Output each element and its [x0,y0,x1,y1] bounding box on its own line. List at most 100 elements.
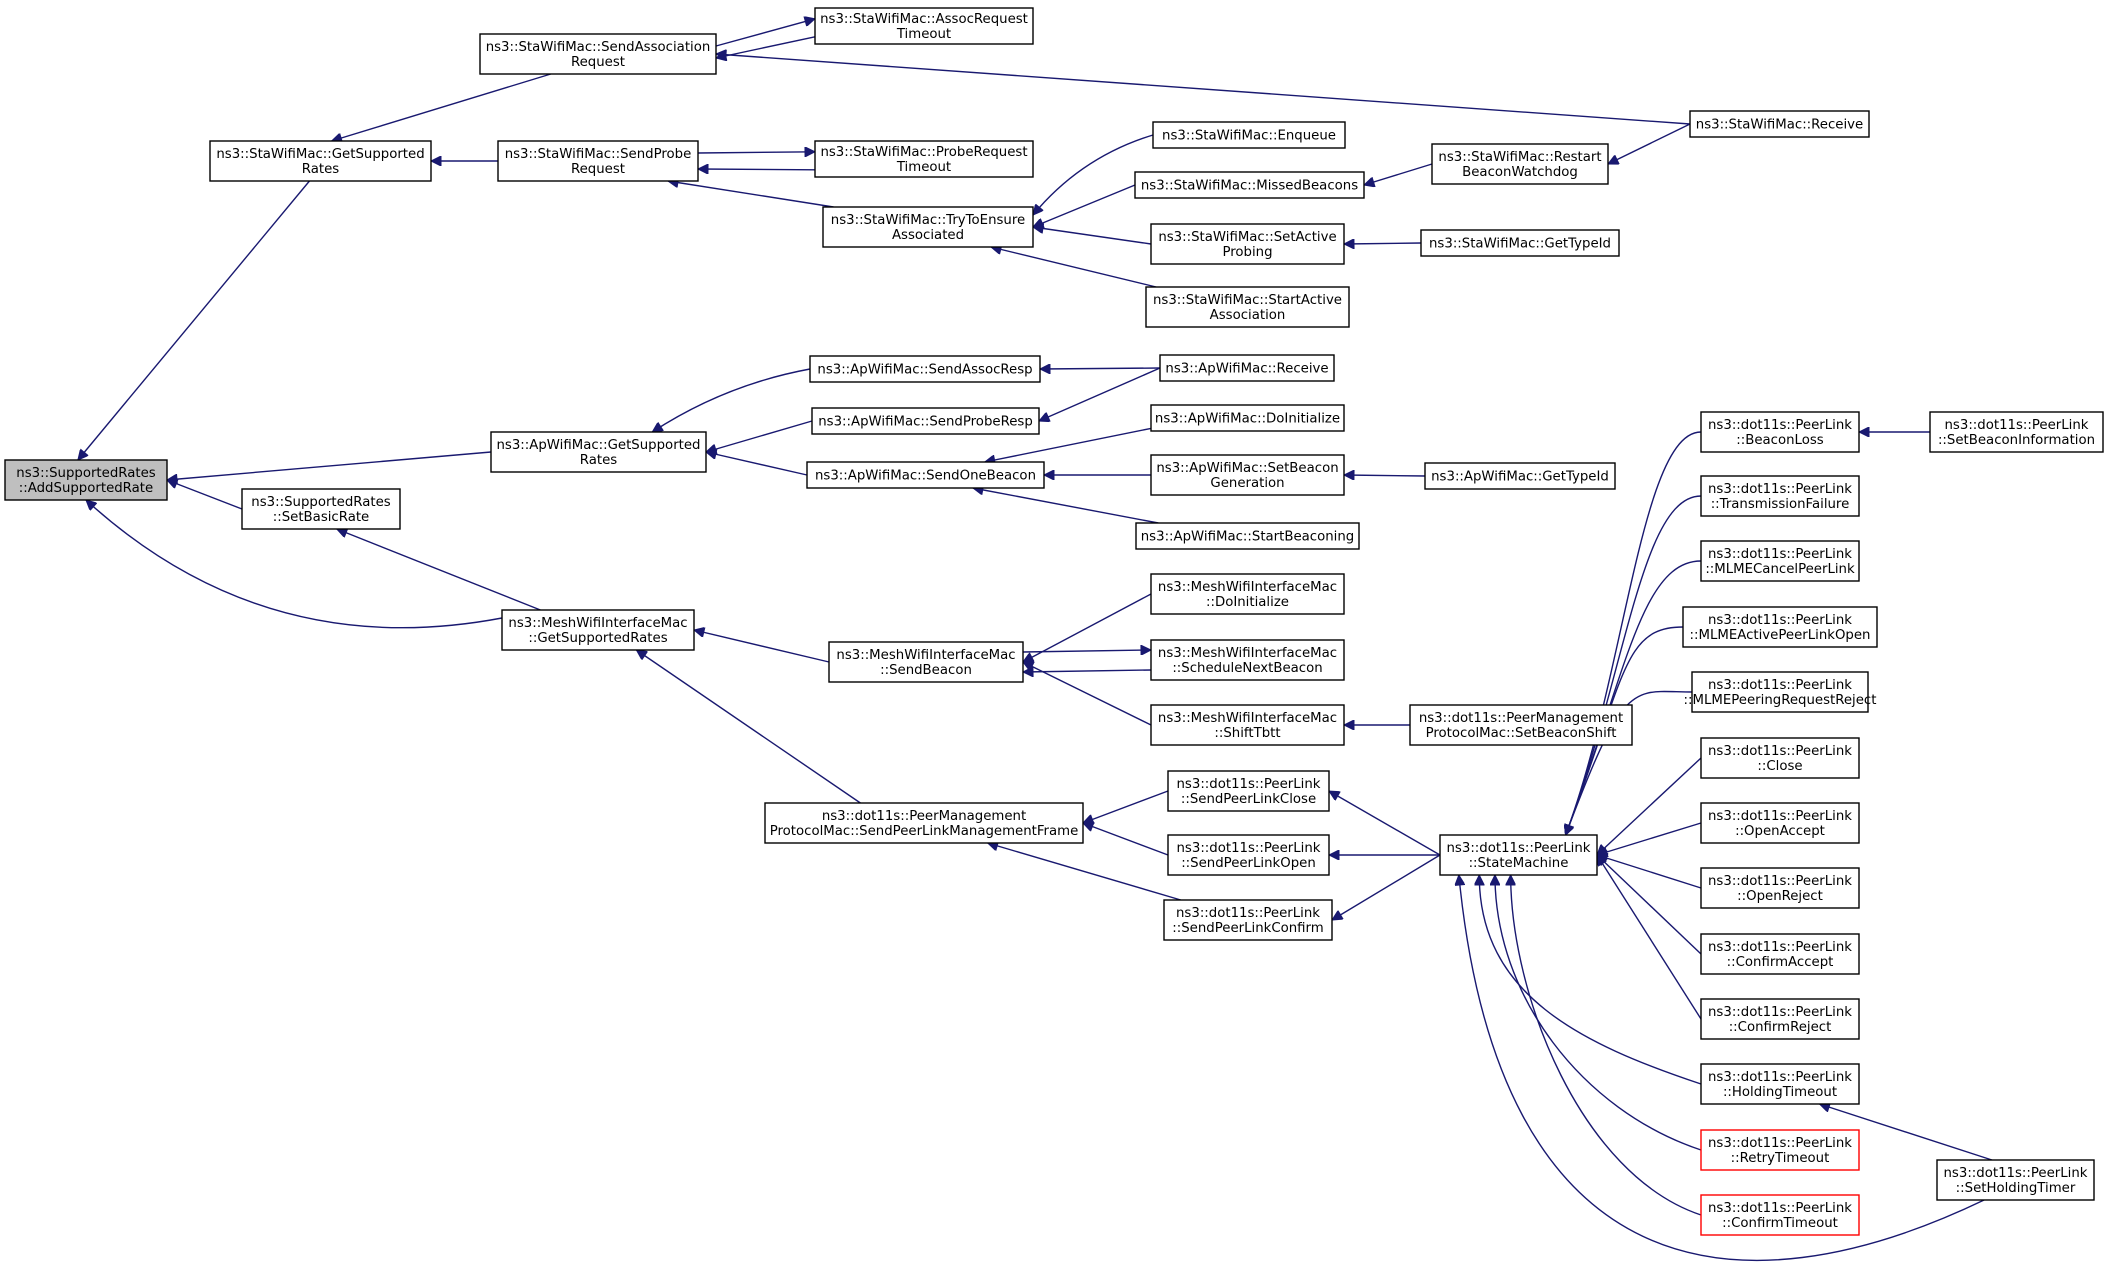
nodes-layer: ns3::SupportedRates::AddSupportedRatens3… [4,7,2104,1236]
node-ap-gettype[interactable]: ns3::ApWifiMac::GetTypeId [1424,462,1616,490]
node-label: ns3::dot11s::PeerLink [1944,1166,2088,1181]
node-box [1167,834,1330,876]
node-label: ::BeaconLoss [1736,433,1824,448]
node-box [1134,171,1365,199]
node-label: ::ScheduleNextBeacon [1172,661,1322,676]
node-pl-statemachine[interactable]: ns3::dot11s::PeerLink::StateMachine [1439,834,1598,876]
node-sendproberesp[interactable]: ns3::ApWifiMac::SendProbeResp [811,407,1040,435]
node-pl-sendconfirm[interactable]: ns3::dot11s::PeerLink::SendPeerLinkConfi… [1163,899,1333,941]
node-root[interactable]: ns3::SupportedRates::AddSupportedRate [4,459,168,501]
node-ap-doinit[interactable]: ns3::ApWifiMac::DoInitialize [1150,404,1345,432]
node-pl-close[interactable]: ns3::dot11s::PeerLink::Close [1700,737,1860,779]
node-label: ns3::MeshWifiInterfaceMac [1158,711,1337,726]
node-label: ns3::dot11s::PeerLink [1708,547,1852,562]
node-sta-gettype[interactable]: ns3::StaWifiMac::GetTypeId [1420,229,1620,257]
node-label: ns3::MeshWifiInterfaceMac [836,648,1015,663]
node-box [1700,1063,1860,1105]
edge-sendassocresp-to-ap-getrates [652,368,811,432]
node-pm-setbeaconshift[interactable]: ns3::dot11s::PeerManagementProtocolMac::… [1409,704,1633,746]
node-box [1409,704,1633,746]
edge-sendassoc-to-sta-getrates [332,73,552,141]
edge-enqueue-to-tryensure [1033,134,1154,215]
node-label: ns3::StaWifiMac::Restart [1438,150,1601,165]
node-pl-txfail[interactable]: ns3::dot11s::PeerLink::TransmissionFailu… [1700,475,1860,517]
edge-pl-sendclose-to-pm-sendframe [1083,790,1169,823]
node-box [1163,899,1333,941]
node-mesh-shift[interactable]: ns3::MeshWifiInterfaceMac::ShiftTbtt [1150,704,1345,746]
node-ap-receive[interactable]: ns3::ApWifiMac::Receive [1159,354,1335,382]
node-label: ns3::ApWifiMac::GetSupported [496,438,700,453]
node-pl-activeopen[interactable]: ns3::dot11s::PeerLink::MLMEActivePeerLin… [1682,606,1878,648]
node-missed[interactable]: ns3::StaWifiMac::MissedBeacons [1134,171,1365,199]
node-pl-beaconloss[interactable]: ns3::dot11s::PeerLink::BeaconLoss [1700,411,1860,453]
node-box [1700,998,1860,1040]
node-sta-receive[interactable]: ns3::StaWifiMac::Receive [1689,110,1870,138]
node-sta-getrates[interactable]: ns3::StaWifiMac::GetSupportedRates [209,140,432,182]
node-mesh-sendbeacon[interactable]: ns3::MeshWifiInterfaceMac::SendBeacon [828,641,1024,683]
node-box [1700,1129,1860,1171]
node-label: ns3::StaWifiMac::SetActive [1158,230,1336,245]
node-pm-sendframe[interactable]: ns3::dot11s::PeerManagementProtocolMac::… [764,802,1084,844]
node-mesh-doinit[interactable]: ns3::MeshWifiInterfaceMac::DoInitialize [1150,573,1345,615]
node-label: Timeout [896,160,951,175]
node-pl-openaccept[interactable]: ns3::dot11s::PeerLink::OpenAccept [1700,802,1860,844]
node-pl-sendopen[interactable]: ns3::dot11s::PeerLink::SendPeerLinkOpen [1167,834,1330,876]
node-pl-confirmaccept[interactable]: ns3::dot11s::PeerLink::ConfirmAccept [1700,933,1860,975]
node-pl-sendclose[interactable]: ns3::dot11s::PeerLink::SendPeerLinkClose [1167,770,1330,812]
node-box [1929,411,2104,453]
edge-pl-sendconfirm-to-pm-sendframe [988,843,1181,901]
edge-sendassoc-to-assoctimeout [715,19,815,47]
node-mesh-schedule[interactable]: ns3::MeshWifiInterfaceMac::ScheduleNextB… [1150,639,1345,681]
node-pl-reqreject[interactable]: ns3::dot11s::PeerLink::MLMEPeeringReques… [1684,671,1877,713]
node-pl-holdingtimeout[interactable]: ns3::dot11s::PeerLink::HoldingTimeout [1700,1063,1860,1105]
node-box [1135,522,1360,550]
node-label: ns3::dot11s::PeerLink [1708,482,1852,497]
node-pl-retrytimeout[interactable]: ns3::dot11s::PeerLink::RetryTimeout [1700,1129,1860,1171]
node-label: ns3::ApWifiMac::SendProbeResp [818,415,1033,430]
node-pl-confirmreject[interactable]: ns3::dot11s::PeerLink::ConfirmReject [1700,998,1860,1040]
node-ap-getrates[interactable]: ns3::ApWifiMac::GetSupportedRates [490,431,707,473]
node-pl-confirmtimeout[interactable]: ns3::dot11s::PeerLink::ConfirmTimeout [1700,1194,1860,1236]
node-startbeaconing[interactable]: ns3::ApWifiMac::StartBeaconing [1135,522,1360,550]
node-pl-openreject[interactable]: ns3::dot11s::PeerLink::OpenReject [1700,867,1860,909]
node-label: ::GetSupportedRates [528,631,667,646]
edge-mesh-getrates-to-setbasic [337,529,541,611]
node-box [1689,110,1870,138]
node-mesh-getrates[interactable]: ns3::MeshWifiInterfaceMac::GetSupportedR… [501,609,695,651]
node-pl-cancel[interactable]: ns3::dot11s::PeerLink::MLMECancelPeerLin… [1700,540,1860,582]
node-box [1700,475,1860,517]
edge-pl-setholding-to-pl-statemachine [1459,875,1985,1262]
node-enqueue[interactable]: ns3::StaWifiMac::Enqueue [1152,121,1346,149]
edge-mesh-sendbeacon-to-mesh-schedule [1022,650,1151,652]
node-label: ns3::StaWifiMac::AssocRequest [820,12,1028,27]
node-sendassocresp[interactable]: ns3::ApWifiMac::SendAssocResp [809,355,1041,383]
node-sendonebeacon[interactable]: ns3::ApWifiMac::SendOneBeacon [806,461,1045,489]
node-setbasic[interactable]: ns3::SupportedRates::SetBasicRate [241,488,401,530]
node-label: ns3::dot11s::PeerLink [1708,678,1852,693]
node-label: ns3::MeshWifiInterfaceMac [1158,580,1337,595]
node-pl-setholding[interactable]: ns3::dot11s::PeerLink::SetHoldingTimer [1936,1159,2095,1201]
edge-pl-beaconloss-to-pl-statemachine [1566,431,1702,835]
node-pl-setbeaconinfo[interactable]: ns3::dot11s::PeerLink::SetBeaconInformat… [1929,411,2104,453]
node-label: ns3::dot11s::PeerLink [1447,841,1591,856]
node-label: ns3::dot11s::PeerLink [1176,906,1320,921]
edge-ap-getrates-to-root [167,451,492,480]
node-box [1167,770,1330,812]
edge-pl-confirmaccept-to-pl-statemachine [1597,855,1702,955]
edge-restart-to-missed [1364,163,1433,185]
node-label: ns3::StaWifiMac::ProbeRequest [820,145,1027,160]
edge-mesh-getrates-to-root [86,500,503,629]
node-label: ns3::ApWifiMac::SendOneBeacon [815,469,1036,484]
node-label: ::MLMEPeeringRequestReject [1684,693,1877,708]
node-label: ns3::ApWifiMac::Receive [1165,362,1328,377]
node-label: ::SetBasicRate [273,510,370,525]
